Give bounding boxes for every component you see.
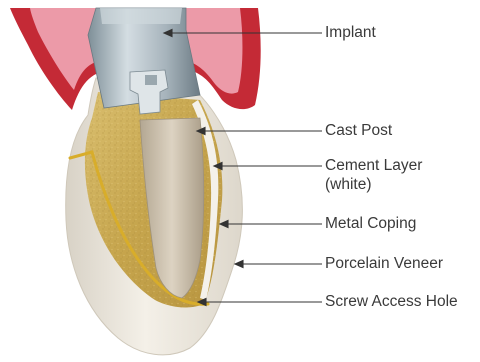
label-screw-access-hole: Screw Access Hole	[325, 292, 458, 311]
label-cast-post: Cast Post	[325, 121, 392, 140]
label-metal-coping: Metal Coping	[325, 214, 416, 233]
arrowhead-porcelain-veneer	[235, 261, 243, 268]
label-cement-layer: Cement Layer (white)	[325, 156, 422, 194]
label-porcelain-veneer: Porcelain Veneer	[325, 254, 443, 273]
label-implant: Implant	[325, 23, 376, 42]
